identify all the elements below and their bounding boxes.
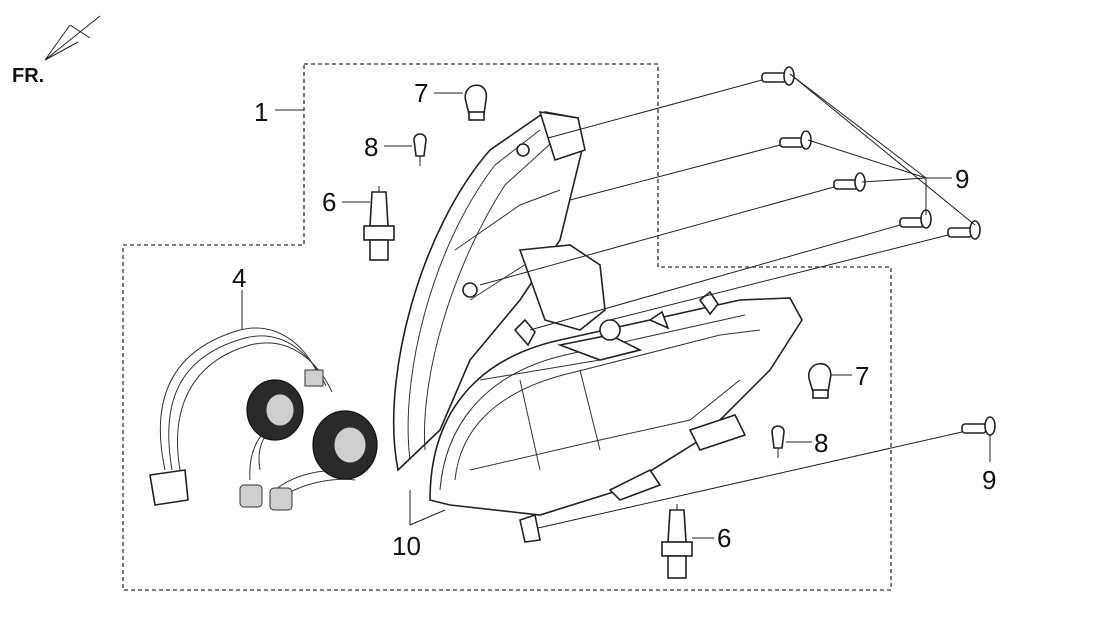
screw <box>761 66 795 86</box>
callout-8-right: 8 <box>814 428 828 458</box>
callout-10: 10 <box>392 531 421 561</box>
assembly-frame <box>122 63 892 591</box>
callout-1: 1 <box>254 97 268 127</box>
screw <box>833 172 866 192</box>
front-label: FR. <box>12 65 44 87</box>
screw <box>899 209 932 229</box>
screw <box>947 220 981 240</box>
bulb-6-top <box>363 186 395 261</box>
bulb-7-top <box>464 84 487 121</box>
headlight-assembly <box>392 111 803 543</box>
callout-9-top: 9 <box>955 164 969 194</box>
callout-9-right: 9 <box>982 465 996 495</box>
callout-8-top: 8 <box>364 132 378 162</box>
bulb-7-right <box>807 362 832 399</box>
callout-4: 4 <box>232 263 246 293</box>
screw <box>779 130 812 150</box>
leader-lines <box>241 73 991 539</box>
callout-6-bottom: 6 <box>717 523 731 553</box>
screw-set <box>761 66 996 436</box>
callout-7-right: 7 <box>855 361 869 391</box>
bulb-8-top <box>413 133 427 166</box>
screw <box>961 416 996 436</box>
bulb-6-bottom <box>661 504 693 579</box>
callout-6-top: 6 <box>322 187 336 217</box>
bulb-8-right <box>771 425 785 458</box>
wiring-harness <box>149 327 378 511</box>
callout-7-top: 7 <box>414 78 428 108</box>
front-direction-indicator: FR. <box>12 15 101 87</box>
